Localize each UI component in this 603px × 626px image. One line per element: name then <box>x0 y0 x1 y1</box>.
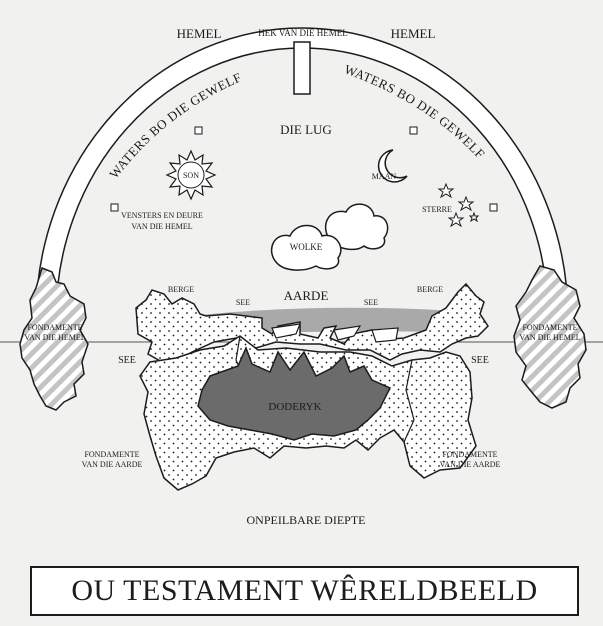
earth-landmass <box>135 282 489 363</box>
heaven-label-right: HEMEL <box>391 26 436 41</box>
heaven-window <box>194 126 203 135</box>
stars-label: STERRE <box>422 205 452 214</box>
page-title: OU TESTAMENT WÊRELDBEELD <box>71 574 538 607</box>
netherworld-label: DODERYK <box>268 401 321 413</box>
heaven-window <box>489 203 498 212</box>
clouds-label: WOLKE <box>290 242 323 252</box>
sea-cutout <box>371 327 399 343</box>
stars-icon <box>437 182 480 228</box>
heaven-pillar-right-label-line2: VAN DIE HEMEL <box>519 333 580 342</box>
heaven-pillar-right-label-line1: FONDAMENTE <box>522 323 577 332</box>
moon-label: MAAN <box>372 172 397 181</box>
sea-label-upper-left: SEE <box>236 298 250 307</box>
heaven-window <box>110 203 119 212</box>
heaven-label-left: HEMEL <box>177 26 222 41</box>
heaven-gate <box>293 41 311 95</box>
windows-label-line2: VAN DIE HEMEL <box>131 222 192 231</box>
earth-label: AARDE <box>284 288 329 303</box>
earth-foundation-left-label-line2: VAN DIE AARDE <box>82 460 143 469</box>
heaven-pillar-right <box>513 265 587 409</box>
title-box: OU TESTAMENT WÊRELDBEELD <box>30 566 579 616</box>
earth-foundation-right-label-line2: VAN DIE AARDE <box>440 460 501 469</box>
sky-label: DIE LUG <box>280 122 332 137</box>
sea-label-right: SEE <box>471 355 489 366</box>
sun-label: SON <box>183 171 199 180</box>
heaven-pillar-left-label-line2: VAN DIE HEMEL <box>24 333 85 342</box>
clouds-icon <box>270 203 389 271</box>
moon-icon <box>377 149 408 183</box>
sea-cutout <box>333 325 362 341</box>
sea-label-upper-right: SEE <box>364 298 378 307</box>
sun-icon <box>165 149 217 201</box>
earth-foundation-left-label-line1: FONDAMENTE <box>84 450 139 459</box>
foundation-divider <box>403 359 415 443</box>
mountains-label-right: BERGE <box>417 285 443 294</box>
heaven-pillar-left <box>19 266 89 411</box>
mountains-label-left: BERGE <box>168 285 194 294</box>
sea-label-left: SEE <box>118 355 136 366</box>
heaven-gate-label: HEK VAN DIE HEMEL <box>258 28 347 38</box>
sea-cutout <box>271 323 301 339</box>
windows-label-line1: VENSTERS EN DEURE <box>121 211 203 220</box>
deep-label: ONPEILBARE DIEPTE <box>247 513 366 527</box>
heaven-window <box>409 126 418 135</box>
earth-foundation-right-label-line1: FONDAMENTE <box>442 450 497 459</box>
netherworld-region <box>197 346 392 441</box>
heaven-pillar-left-label-line1: FONDAMENTE <box>27 323 82 332</box>
